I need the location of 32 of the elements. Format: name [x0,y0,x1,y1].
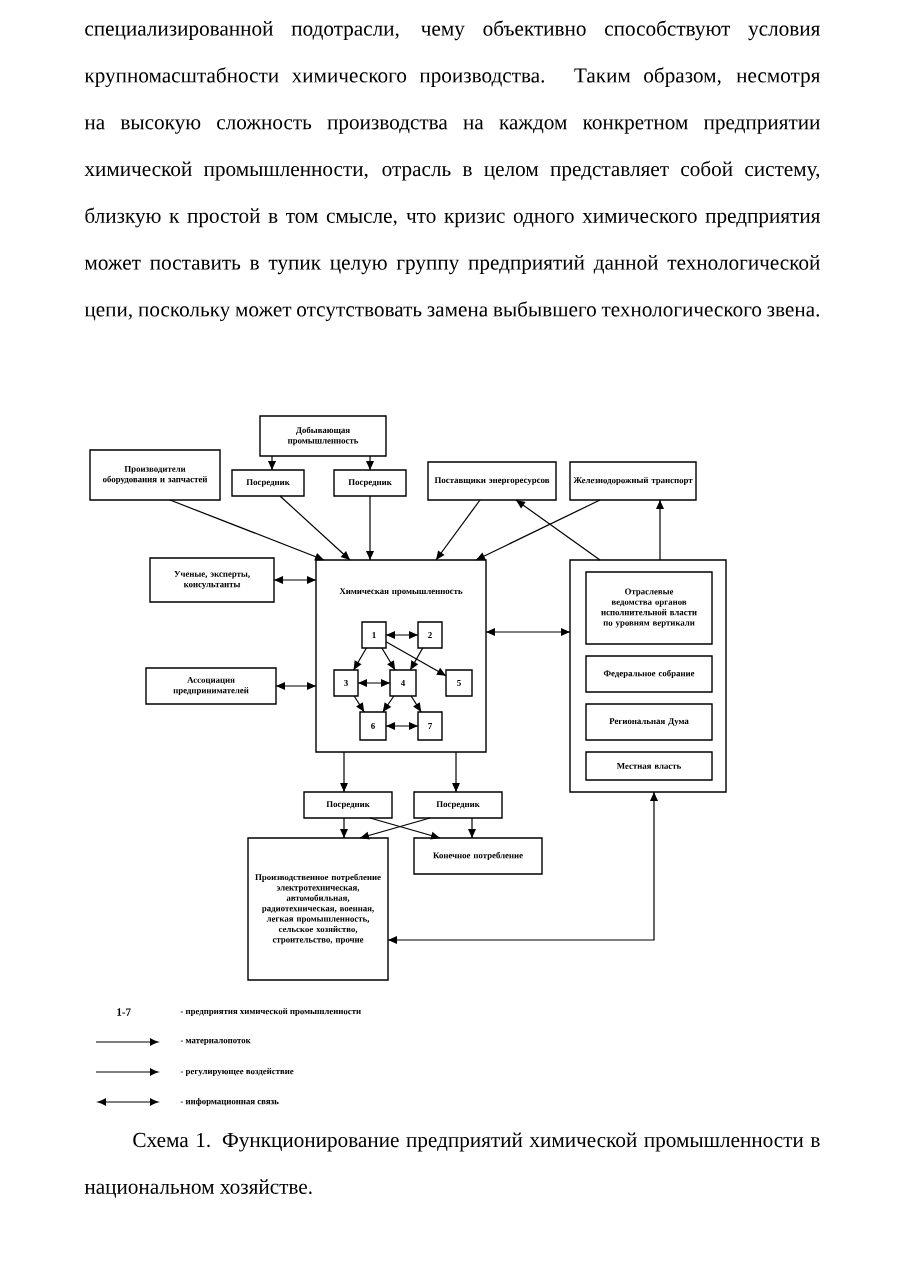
arrow [357,679,391,687]
arrow [387,791,658,944]
arrow [353,695,365,713]
arrow [409,647,424,671]
arrow [268,455,276,471]
arrow [381,647,396,671]
arrow [435,499,481,561]
caption: Схема 1. Функционирование предприятий химической промышленности в национальном хозяйстве. [84,1132,820,1198]
arrow [382,695,395,713]
arrow [169,499,325,561]
arrow [385,631,419,639]
arrow [385,722,419,730]
arrow [366,495,374,561]
arrow [485,628,571,636]
arrow [359,817,431,840]
arrow [410,695,422,713]
arrow [340,751,348,793]
arrow [468,817,476,839]
arrow [656,499,664,561]
arrow [353,647,368,671]
group-frame [569,559,727,793]
arrow [369,817,441,840]
arrow [366,455,374,471]
arrow [515,499,601,561]
arrow [279,495,351,561]
arrow [475,499,601,561]
arrow [275,682,317,690]
paragraph: специализированной подотрасли, чему объективно способствуют условия крупномасштабности химического производства. Таким образом, несмотря на высокую сложность производства на каждом конкретном предприятии химической промышленности, отрасль в целом представляет собой систему, близкую к простой в том смысле, что кризис одного химического предприятия может поставить в тупик целую группу предприятий данной технологической цепи, поскольку может отсутствовать замена выбывшего технологического звена. [84,20,821,321]
arrow [340,817,348,839]
arrow [273,576,317,584]
arrow [385,641,447,677]
arrow [452,751,460,793]
